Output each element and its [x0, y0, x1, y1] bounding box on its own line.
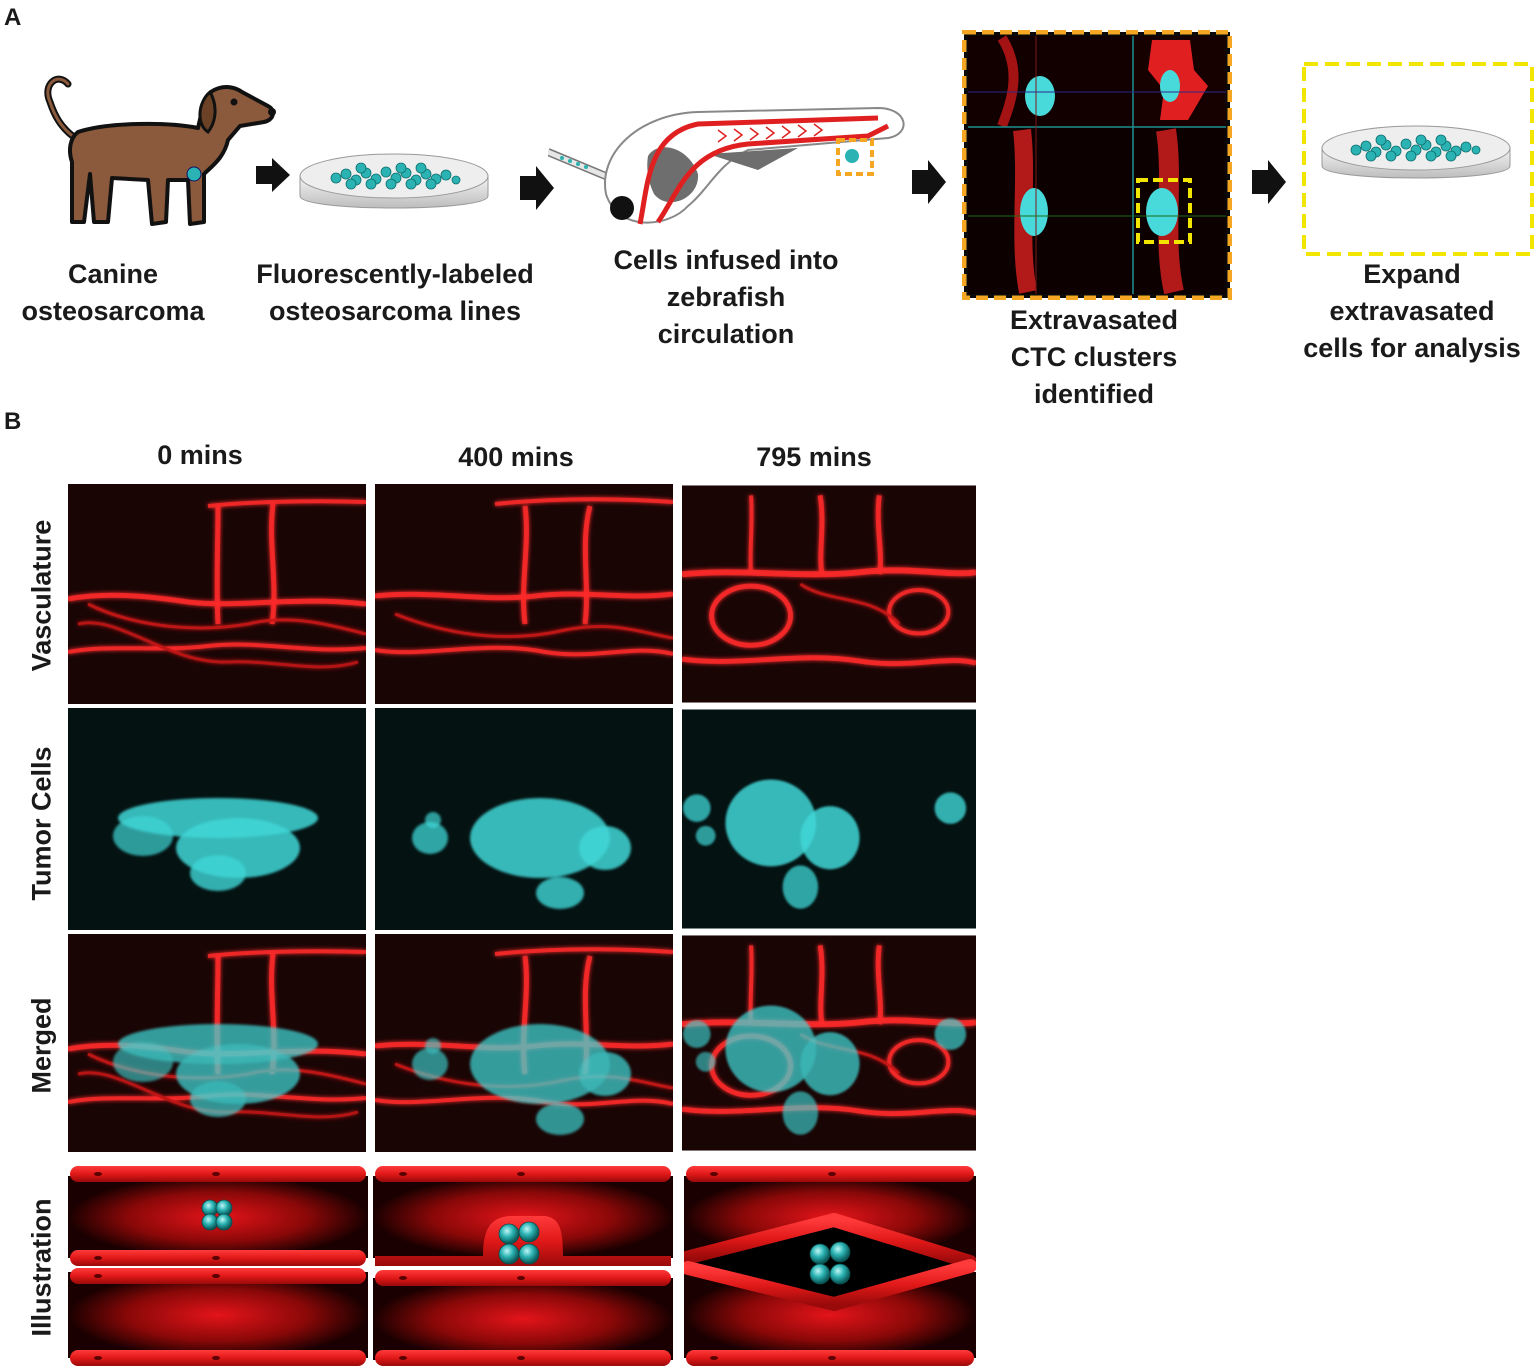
tumor-cells-795-image	[682, 708, 976, 930]
arrow-icon	[256, 158, 290, 192]
step-3-line-1: Cells infused into	[613, 245, 839, 275]
timepoint-400: 400 mins	[458, 442, 574, 472]
row-label-vasculature: Vasculature	[26, 519, 57, 672]
merged-795-image	[682, 934, 976, 1152]
arrow-icon	[1252, 160, 1286, 204]
zebrafish-icon	[548, 106, 905, 225]
merged-400-image	[375, 934, 673, 1152]
step-2-line-2: osteosarcoma lines	[268, 296, 522, 326]
step-5-line-3: cells for analysis	[1303, 333, 1521, 363]
step-4-line-2: CTC clusters	[1010, 342, 1178, 372]
panel-b-letter: B	[4, 408, 22, 435]
dog-icon	[44, 75, 276, 226]
petri-dish-icon	[1321, 125, 1511, 179]
merged-0-image	[68, 934, 366, 1152]
step-4-label: Extravasated CTC clusters identified	[946, 302, 1242, 413]
step-3-line-2: zebrafish	[666, 282, 786, 312]
illustration-0	[68, 1162, 368, 1370]
arrow-icon	[912, 160, 946, 204]
step-3-line-3: circulation	[657, 319, 795, 349]
step-1-line-2: osteosarcoma	[21, 296, 205, 326]
step-2-label: Fluorescently-labeled osteosarcoma lines	[230, 256, 560, 330]
vasculature-400-image	[375, 484, 673, 704]
ctc-cluster-icon	[498, 1221, 540, 1265]
row-label-illustration: Illustration	[26, 1198, 57, 1337]
timepoint-795: 795 mins	[756, 442, 872, 472]
vasculature-795-image	[682, 484, 976, 704]
row-label-merged: Merged	[26, 997, 57, 1094]
illustration-400	[373, 1162, 673, 1370]
step-3-label: Cells infused into zebrafish circulation	[576, 242, 876, 353]
timepoint-0: 0 mins	[157, 440, 243, 470]
arrow-icon	[520, 166, 554, 210]
step-1-label: Canine osteosarcoma	[0, 256, 226, 330]
vasculature-0-image	[68, 484, 366, 704]
confocal-image	[962, 30, 1232, 300]
tumor-cells-400-image	[375, 708, 673, 930]
step-4-line-3: identified	[1034, 379, 1154, 409]
petri-dish-icon	[299, 153, 489, 209]
panel-a-letter: A	[4, 4, 22, 31]
step-5-line-2: extravasated	[1329, 296, 1495, 326]
tumor-cells-0-image	[68, 708, 366, 930]
step-5-label: Expand extravasated cells for analysis	[1274, 256, 1535, 367]
row-label-tumor-cells: Tumor Cells	[26, 746, 57, 901]
illustration-795	[684, 1162, 976, 1370]
expand-box	[1302, 62, 1534, 256]
ctc-cluster-icon	[809, 1241, 851, 1285]
step-1-line-1: Canine	[67, 259, 159, 289]
ctc-cluster-icon	[201, 1199, 233, 1231]
step-4-line-1: Extravasated	[1009, 305, 1179, 335]
step-2-line-1: Fluorescently-labeled	[256, 259, 534, 289]
step-5-line-1: Expand	[1363, 259, 1461, 289]
